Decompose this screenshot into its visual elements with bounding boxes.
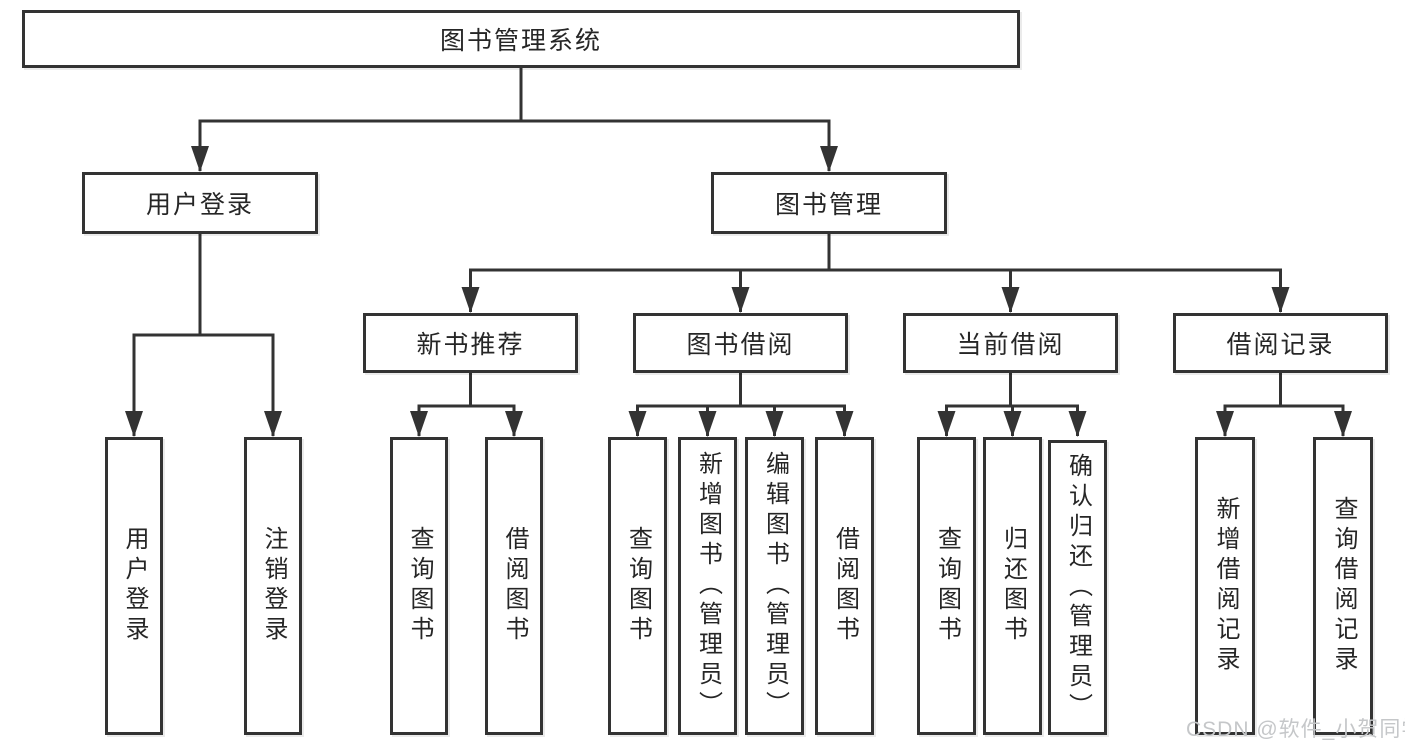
leaf-edit-book-admin: 编辑图书（管理员） bbox=[745, 437, 804, 735]
leaf-return-book: 归还图书 bbox=[983, 437, 1042, 735]
connector-line bbox=[636, 404, 846, 436]
arrowhead-icon bbox=[264, 411, 282, 437]
arrowhead-icon bbox=[1001, 287, 1020, 313]
connector-line bbox=[198, 119, 831, 171]
arrowhead-icon bbox=[937, 411, 956, 437]
leaf-query-borrow-record: 查询借阅记录 bbox=[1313, 437, 1373, 735]
leaf-query-books-borrow: 查询图书 bbox=[608, 437, 667, 735]
node-root-library-system: 图书管理系统 bbox=[22, 10, 1020, 68]
connector-user-login-to-leaves bbox=[125, 234, 282, 437]
leaf-user-login: 用户登录 bbox=[105, 437, 163, 735]
leaf-add-book-admin: 新增图书（管理员） bbox=[678, 437, 737, 735]
connector-book-management-to-sections bbox=[461, 234, 1290, 313]
arrowhead-icon bbox=[125, 411, 143, 437]
arrowhead-icon bbox=[1068, 411, 1087, 437]
connector-borrow-records-to-leaves bbox=[1216, 373, 1352, 437]
arrowhead-icon bbox=[765, 411, 784, 437]
arrowhead-icon bbox=[698, 411, 717, 437]
leaf-logout: 注销登录 bbox=[244, 437, 302, 735]
arrowhead-icon bbox=[461, 287, 480, 313]
leaf-borrow-books: 借阅图书 bbox=[815, 437, 874, 735]
connector-current-borrow-to-leaves bbox=[937, 373, 1087, 437]
node-new-book-recommend: 新书推荐 bbox=[363, 313, 578, 373]
node-user-login: 用户登录 bbox=[82, 172, 318, 234]
connector-line bbox=[1223, 404, 1345, 436]
connector-new-book-recommend-to-leaves bbox=[410, 373, 523, 437]
arrowhead-icon bbox=[410, 411, 428, 437]
node-book-management: 图书管理 bbox=[711, 172, 947, 234]
connector-line bbox=[417, 404, 516, 436]
arrowhead-icon bbox=[1003, 411, 1022, 437]
arrowhead-icon bbox=[505, 411, 523, 437]
arrowhead-icon bbox=[731, 287, 750, 313]
arrowhead-icon bbox=[820, 146, 838, 172]
leaf-query-books-current: 查询图书 bbox=[917, 437, 976, 735]
node-borrow-records: 借阅记录 bbox=[1173, 313, 1388, 373]
arrowhead-icon bbox=[1216, 411, 1234, 437]
arrowhead-icon bbox=[1271, 287, 1290, 313]
arrowhead-icon bbox=[628, 411, 647, 437]
arrowhead-icon bbox=[1334, 411, 1352, 437]
connector-line bbox=[132, 333, 275, 436]
arrowhead-icon bbox=[835, 411, 854, 437]
leaf-query-books-recommend: 查询图书 bbox=[390, 437, 448, 735]
leaf-confirm-return-admin: 确认归还（管理员） bbox=[1048, 440, 1107, 735]
leaf-borrow-books-recommend: 借阅图书 bbox=[485, 437, 543, 735]
leaf-add-borrow-record: 新增借阅记录 bbox=[1195, 437, 1255, 735]
csdn-watermark: CSDN @软件_小贺同学 bbox=[1186, 718, 1405, 741]
node-book-borrow: 图书借阅 bbox=[633, 313, 848, 373]
node-current-borrow: 当前借阅 bbox=[903, 313, 1118, 373]
connector-root-to-level2 bbox=[191, 68, 838, 172]
connector-book-borrow-to-leaves bbox=[628, 373, 854, 437]
arrowhead-icon bbox=[191, 146, 209, 172]
connector-line bbox=[469, 268, 1282, 312]
